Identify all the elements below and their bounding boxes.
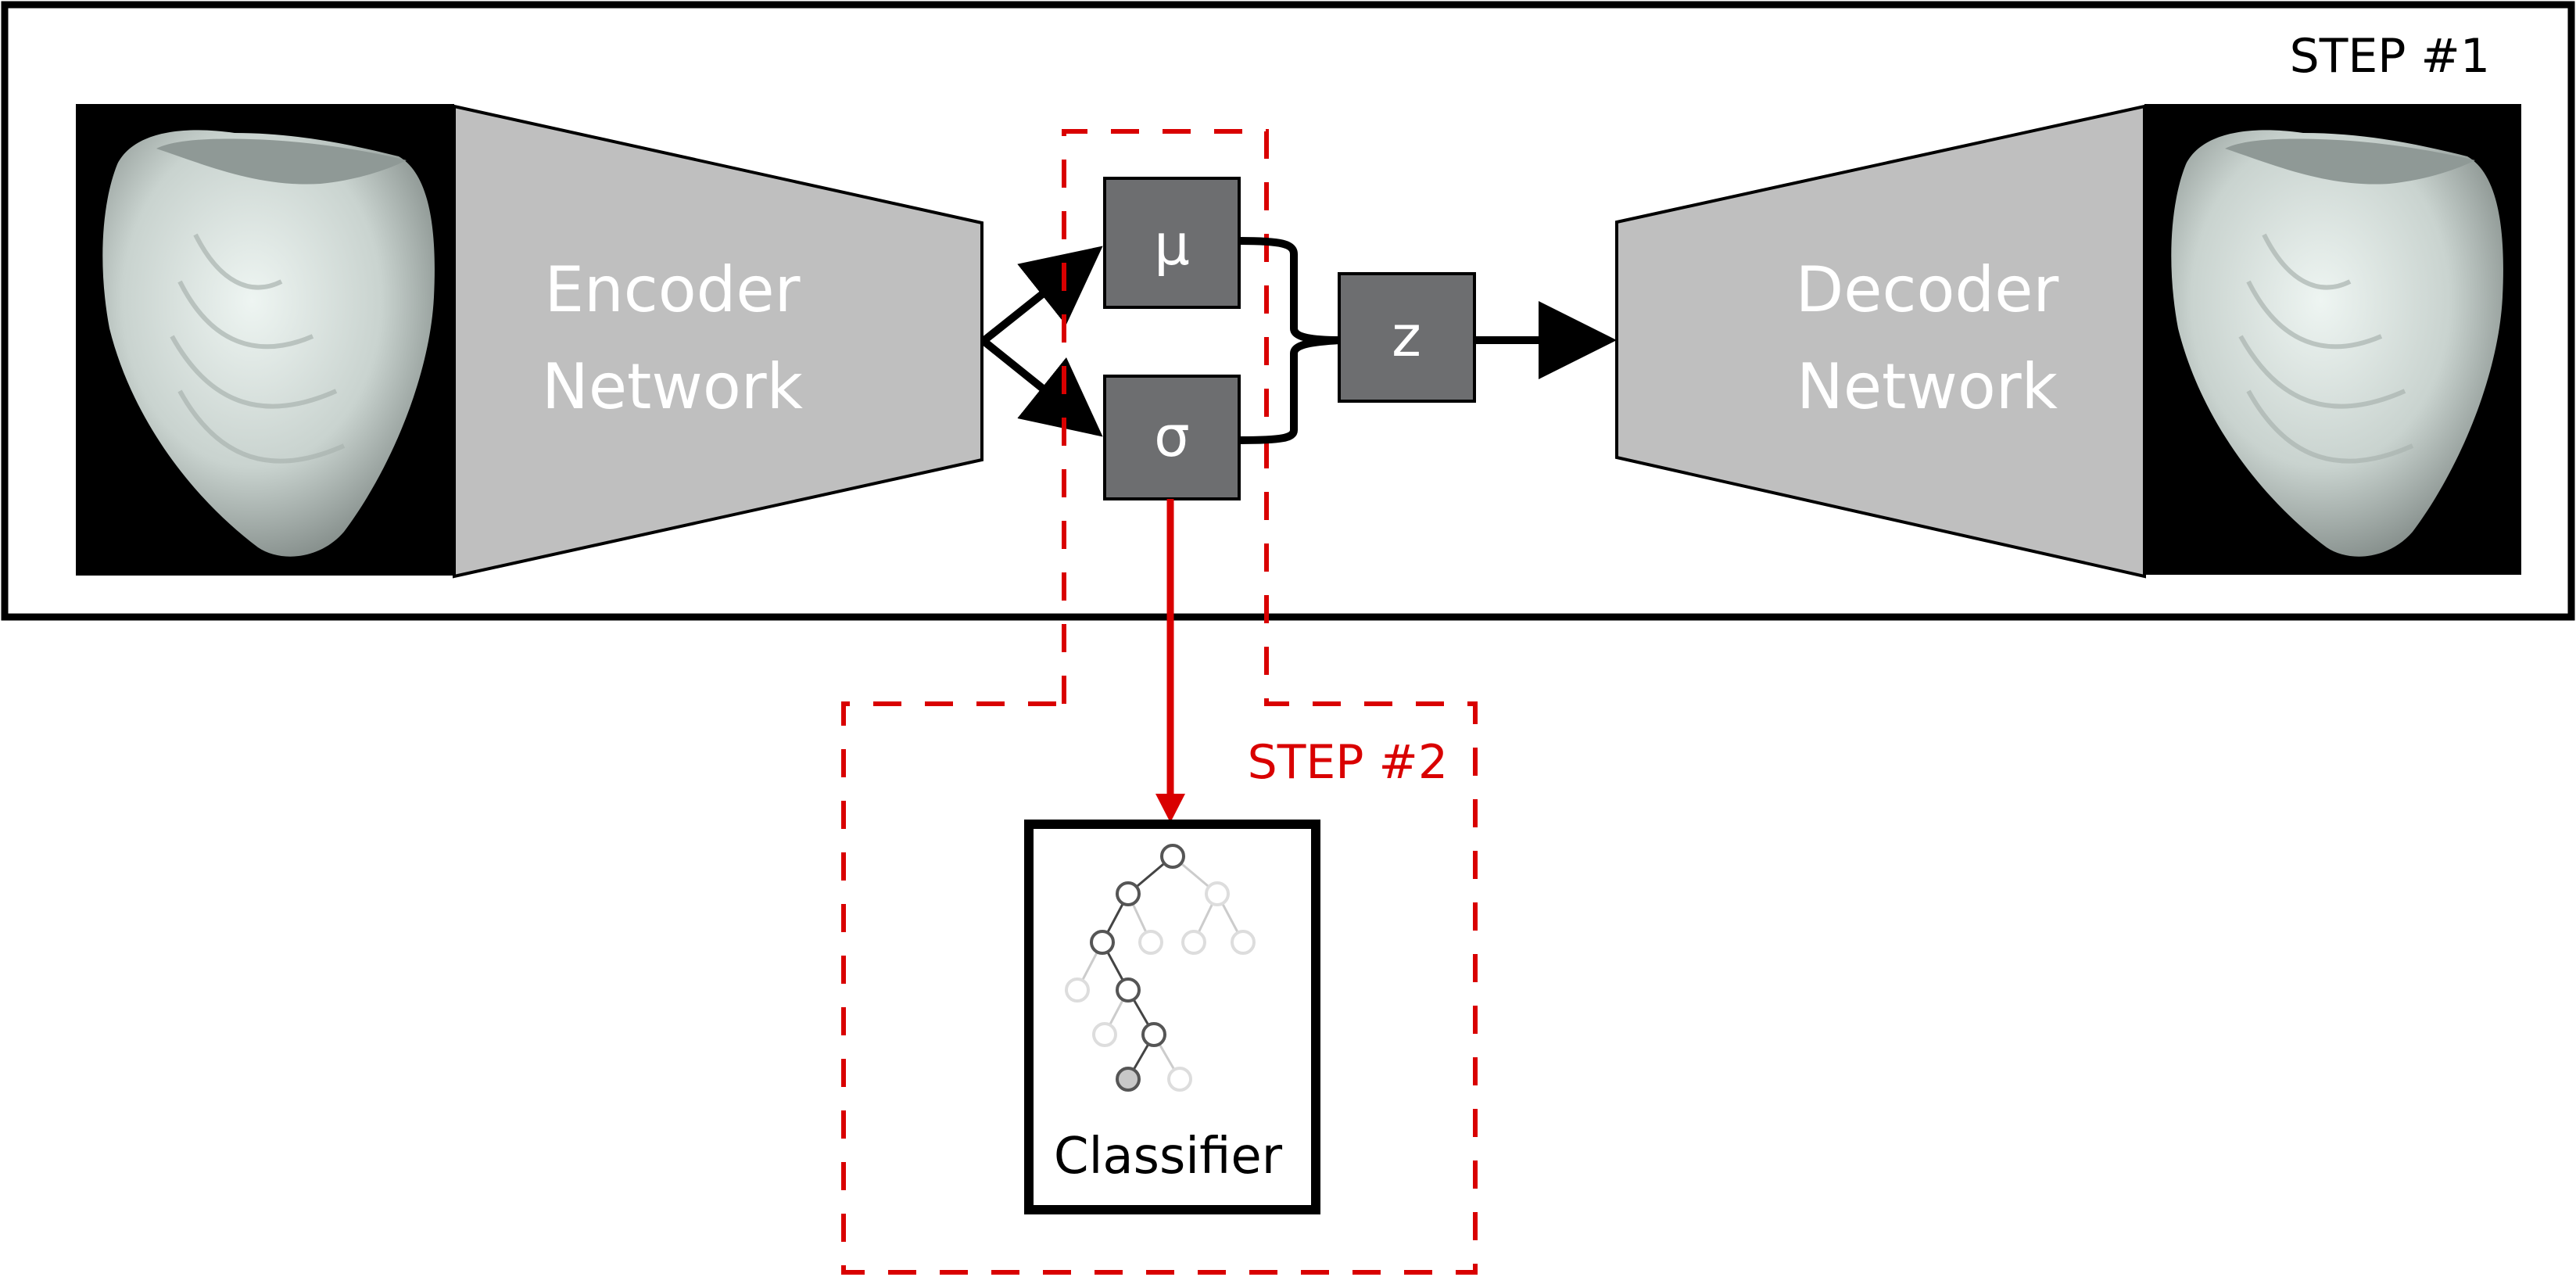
encoder-label-line2: Network	[542, 350, 804, 423]
tree-node	[1116, 881, 1141, 906]
decoder-label-line1: Decoder	[1796, 253, 2059, 326]
tree-node-leaf-selected	[1116, 1067, 1141, 1092]
arrow-encoder-to-sigma	[980, 338, 1103, 437]
tree-node	[1167, 1067, 1192, 1092]
brace-mu-sigma-to-z	[1238, 237, 1341, 444]
step1-label: STEP #1	[2290, 29, 2490, 84]
tree-node	[1116, 977, 1141, 1003]
tree-node	[1090, 930, 1115, 955]
output-heart-image	[2144, 104, 2521, 575]
classifier-box	[1024, 820, 1320, 1214]
decoder-label-line2: Network	[1797, 350, 2058, 423]
tree-node	[1205, 881, 1230, 906]
encoder-label-line1: Encoder	[544, 253, 800, 326]
encoder-network-block	[453, 104, 983, 579]
decision-tree-icon	[1065, 844, 1256, 1092]
input-heart-image	[76, 104, 454, 576]
arrow-encoder-to-mu	[980, 246, 1103, 344]
z-symbol: z	[1392, 303, 1421, 369]
tree-node	[1181, 930, 1206, 955]
step1-frame	[1, 1, 2575, 621]
sigma-symbol: σ	[1154, 404, 1190, 469]
tree-node	[1138, 930, 1163, 955]
z-box	[1338, 272, 1476, 403]
tree-node	[1141, 1022, 1166, 1047]
step2-dashed-outline	[841, 129, 1478, 1275]
mu-box	[1103, 177, 1241, 309]
tree-node	[1231, 930, 1256, 955]
tree-node	[1092, 1022, 1117, 1047]
decoder-network-block	[1615, 104, 2146, 579]
step2-label: STEP #2	[1248, 735, 1448, 790]
mu-symbol: μ	[1154, 212, 1190, 278]
arrow-sigma-to-classifier-head	[1155, 794, 1185, 823]
classifier-label: Classifier	[1054, 1128, 1283, 1186]
tree-node	[1065, 977, 1090, 1003]
tree-node	[1160, 844, 1185, 869]
